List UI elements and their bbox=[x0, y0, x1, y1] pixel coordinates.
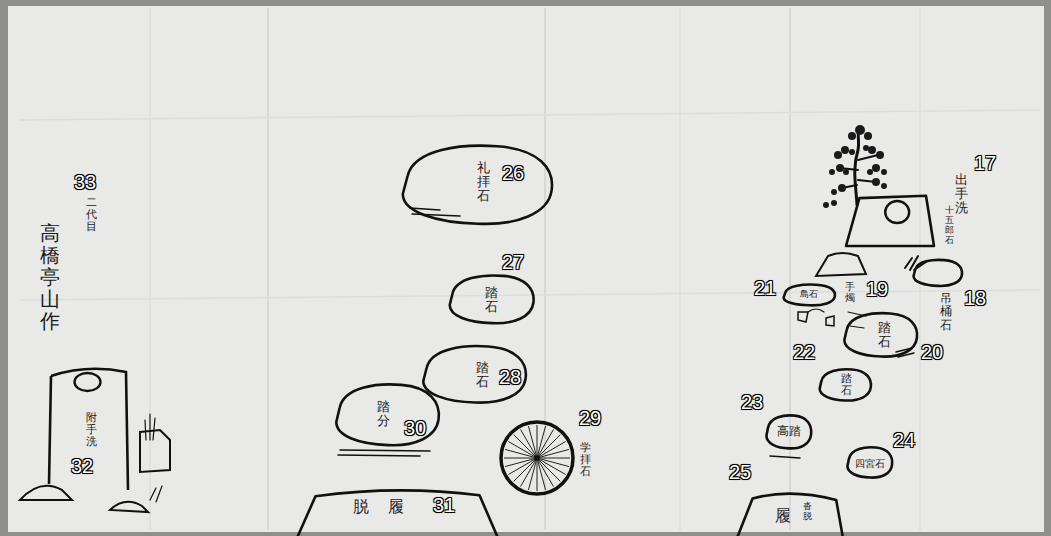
callout-number: 27 bbox=[502, 251, 524, 274]
round-stone-outline bbox=[497, 420, 577, 496]
stone: 踏石 bbox=[842, 310, 920, 360]
round-stone: 学拝石 bbox=[497, 420, 577, 496]
callout-number: 28 bbox=[499, 366, 521, 389]
stone: 高踏 bbox=[765, 413, 813, 451]
stone-name: 礼拝石 bbox=[477, 161, 490, 204]
stone: 四宮石 bbox=[846, 445, 894, 480]
stone-name: 十五郎石 bbox=[945, 206, 954, 246]
stone-name: 踏石 bbox=[476, 361, 489, 390]
stone-name: 出手洗 bbox=[955, 173, 968, 216]
inscription: 手燭 bbox=[845, 281, 855, 303]
stone-name: 高踏 bbox=[777, 425, 801, 438]
stone-name: 学拝石 bbox=[580, 442, 591, 478]
stone: 島石 bbox=[782, 283, 837, 307]
stone-name: 脱履 bbox=[353, 498, 423, 516]
callout-number: 23 bbox=[741, 391, 763, 414]
worship-stone: 礼拝石 bbox=[398, 140, 558, 230]
stone-name: 踏分 bbox=[377, 400, 390, 429]
callout-number: 26 bbox=[502, 162, 524, 185]
callout-number: 20 bbox=[921, 341, 943, 364]
stone: 踏石 bbox=[447, 272, 537, 327]
stone-name: 島石 bbox=[800, 290, 818, 300]
stone-name: 四宮石 bbox=[855, 458, 885, 469]
stone-name: 踏石 bbox=[485, 286, 498, 315]
callout-number: 18 bbox=[964, 287, 986, 310]
stone-name: 履 bbox=[775, 507, 791, 525]
stone: 踏石 bbox=[818, 367, 873, 403]
water-basin: 出手洗十五郎石 bbox=[845, 190, 935, 248]
stone-name: 踏石 bbox=[841, 373, 852, 397]
callout-number: 22 bbox=[793, 341, 815, 364]
stone-name: 附手洗 bbox=[86, 412, 97, 448]
shoe-stone: 履沓脱 bbox=[735, 488, 845, 536]
stone: 吊桶石 bbox=[912, 258, 964, 288]
stone-name: 吊桶石 bbox=[940, 292, 952, 332]
stone-outline bbox=[912, 258, 964, 288]
water-basin-outline bbox=[845, 190, 935, 248]
stone: 踏分 bbox=[333, 380, 443, 450]
callout-number: 19 bbox=[866, 278, 888, 301]
shoe-stone: 脱履 bbox=[295, 485, 500, 536]
callout-number: 17 bbox=[974, 152, 996, 175]
callout-number: 32 bbox=[71, 455, 93, 478]
stone-name: 踏石 bbox=[878, 321, 891, 350]
callout-number: 24 bbox=[893, 429, 915, 452]
callout-number: 30 bbox=[404, 417, 426, 440]
callout-number: 31 bbox=[433, 494, 455, 517]
callout-number: 29 bbox=[579, 407, 601, 430]
callout-number: 25 bbox=[729, 461, 751, 484]
inscription: 二代目 bbox=[86, 197, 97, 233]
inscription: 高橋亭山作 bbox=[40, 222, 60, 332]
callout-number: 33 bbox=[74, 171, 96, 194]
callout-number: 21 bbox=[754, 277, 776, 300]
stone-name: 沓脱 bbox=[803, 502, 812, 522]
